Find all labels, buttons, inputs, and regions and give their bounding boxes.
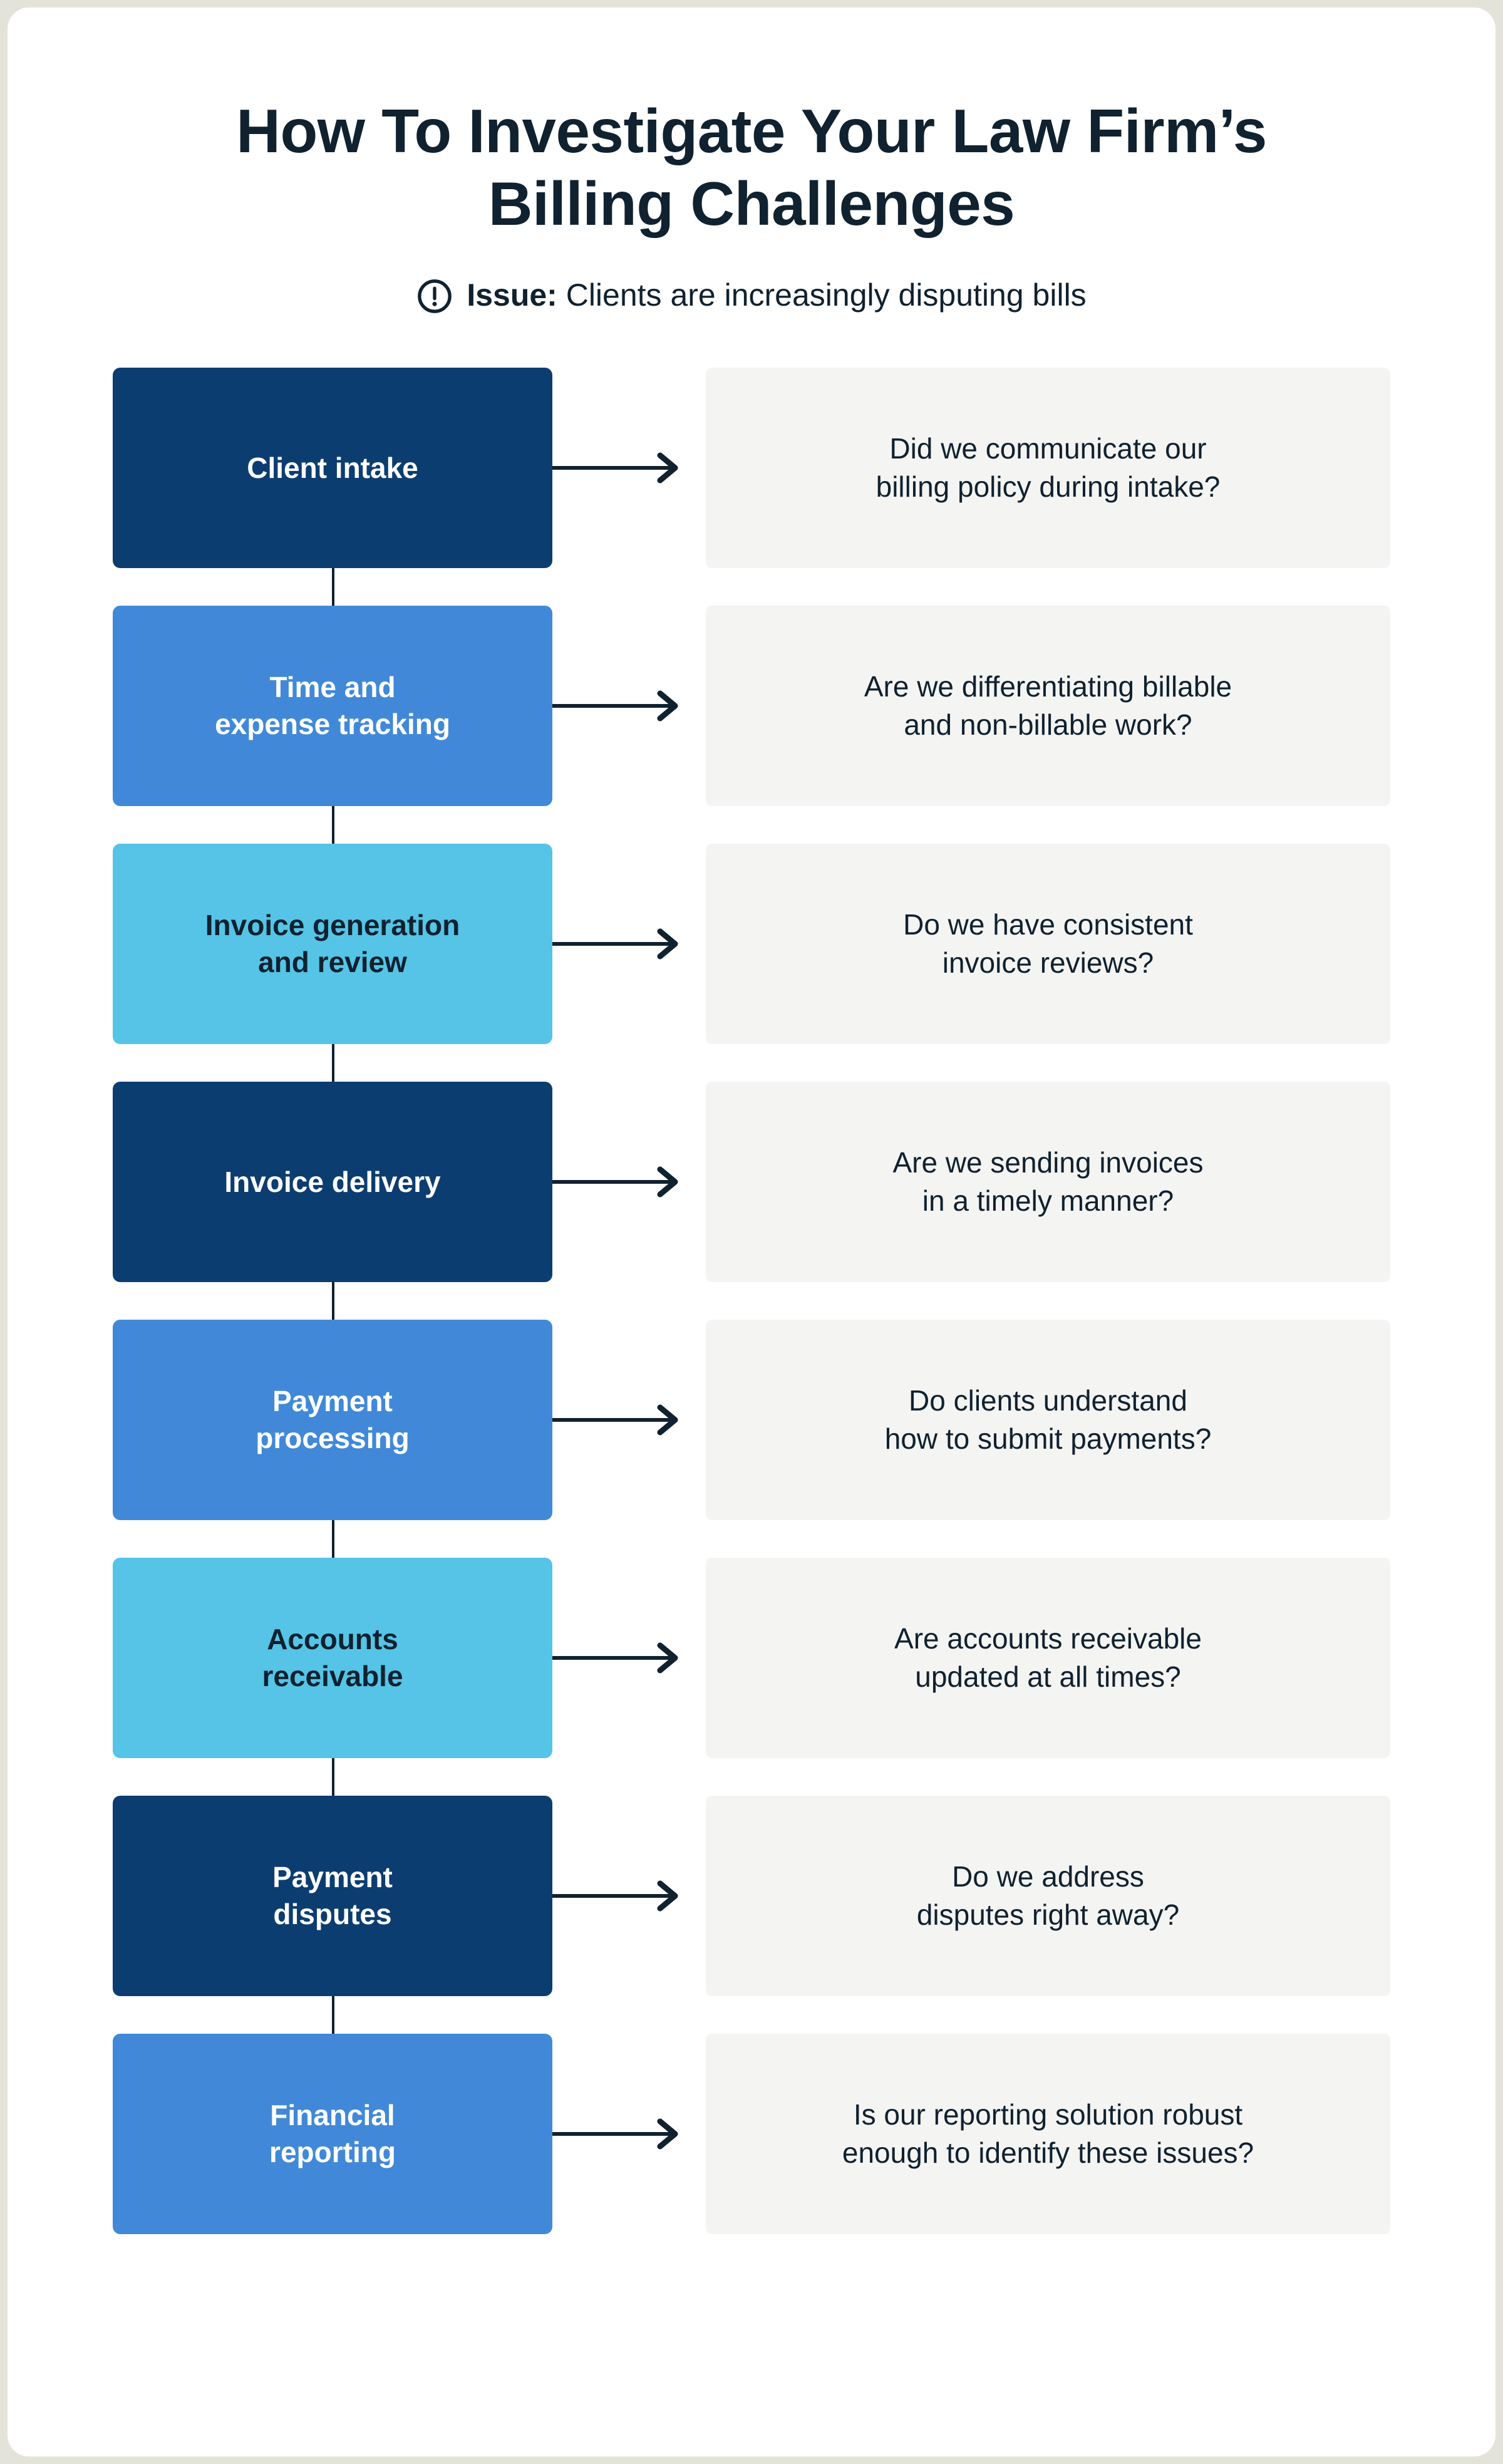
question-box: Did we communicate our billing policy du… [706,368,1390,569]
question-text: Are accounts receivable updated at all t… [894,1622,1202,1694]
question-text: Do clients understand how to submit paym… [884,1384,1212,1456]
stage-box-time-and-expense-tracking[interactable]: Time and expense tracking [113,606,552,807]
arrow-gap [552,1320,706,1520]
stage-box-client-intake[interactable]: Client intake [113,368,552,569]
stage-box-payment-disputes[interactable]: Payment disputes [113,1796,552,1997]
vertical-connector-line [332,1044,334,1082]
arrow-gap [552,1082,706,1282]
question-box: Are we differentiating billable and non-… [706,606,1390,807]
issue-label: Issue: [467,277,557,313]
arrow-gap [552,606,706,806]
flow-row: Accounts receivable Are accounts receiva… [8,1558,1495,1796]
flow-row: Time and expense tracking Are we differe… [8,606,1495,844]
stage-label: Time and expense tracking [215,671,450,741]
question-box: Do we address disputes right away? [706,1796,1390,1997]
flow-row: Invoice generation and review Do we have… [8,844,1495,1082]
arrow-gap [552,1796,706,1996]
question-text: Is our reporting solution robust enough … [842,2098,1254,2170]
flow-row: Financial reporting Is our reporting sol… [8,2034,1495,2235]
vertical-connector-line [332,568,334,606]
infographic-card: How To Investigate Your Law Firm’s Billi… [8,8,1495,2456]
vertical-connector-line [332,1282,334,1320]
question-text: Are we differentiating billable and non-… [864,670,1232,742]
question-box: Do we have consistent invoice reviews? [706,844,1390,1045]
stage-label: Client intake [247,451,418,484]
issue-callout: Issue: Clients are increasingly disputin… [8,276,1495,314]
arrow-right-icon [552,925,684,963]
arrow-right-icon [552,2115,684,2153]
question-text: Do we have consistent invoice reviews? [903,908,1193,980]
issue-text: Issue: Clients are increasingly disputin… [467,276,1086,314]
question-box: Are we sending invoices in a timely mann… [706,1082,1390,1283]
issue-description: Clients are increasingly disputing bills [557,277,1087,313]
page-title: How To Investigate Your Law Firm’s Billi… [236,96,1267,238]
arrow-right-icon [552,1639,684,1677]
arrow-right-icon [552,1163,684,1201]
question-text: Are we sending invoices in a timely mann… [892,1146,1204,1218]
stage-box-invoice-delivery[interactable]: Invoice delivery [113,1082,552,1283]
stage-label: Payment processing [256,1385,410,1455]
stage-box-accounts-receivable[interactable]: Accounts receivable [113,1558,552,1759]
header: How To Investigate Your Law Firm’s Billi… [8,8,1495,314]
arrow-gap [552,844,706,1044]
flow-row: Payment disputes Do we address disputes … [8,1796,1495,2034]
stage-label: Invoice delivery [224,1165,441,1198]
vertical-connector-line [332,1996,334,2034]
billing-process-flow: Client intake Did we communicate our bil… [8,368,1495,2309]
arrow-right-icon [552,687,684,725]
flow-row: Invoice delivery Are we sending invoices… [8,1082,1495,1320]
arrow-gap [552,2034,706,2234]
arrow-right-icon [552,449,684,487]
vertical-connector-line [332,1520,334,1558]
stage-label: Invoice generation and review [205,909,460,979]
stage-label: Financial reporting [269,2099,396,2169]
flow-row: Payment processing Do clients understand… [8,1320,1495,1558]
arrow-gap [552,368,706,568]
flow-row: Client intake Did we communicate our bil… [8,368,1495,606]
stage-label: Accounts receivable [262,1623,403,1693]
question-text: Did we communicate our billing policy du… [875,432,1221,504]
arrow-right-icon [552,1401,684,1439]
question-box: Do clients understand how to submit paym… [706,1320,1390,1521]
arrow-right-icon [552,1877,684,1915]
vertical-connector-line [332,1758,334,1796]
vertical-connector-line [332,806,334,844]
question-text: Do we address disputes right away? [916,1860,1180,1932]
stage-box-invoice-generation-and-review[interactable]: Invoice generation and review [113,844,552,1045]
arrow-gap [552,1558,706,1758]
stage-label: Payment disputes [272,1861,393,1931]
exclamation-circle-icon [416,278,453,314]
question-box: Is our reporting solution robust enough … [706,2034,1390,2235]
stage-box-financial-reporting[interactable]: Financial reporting [113,2034,552,2235]
question-box: Are accounts receivable updated at all t… [706,1558,1390,1759]
stage-box-payment-processing[interactable]: Payment processing [113,1320,552,1521]
